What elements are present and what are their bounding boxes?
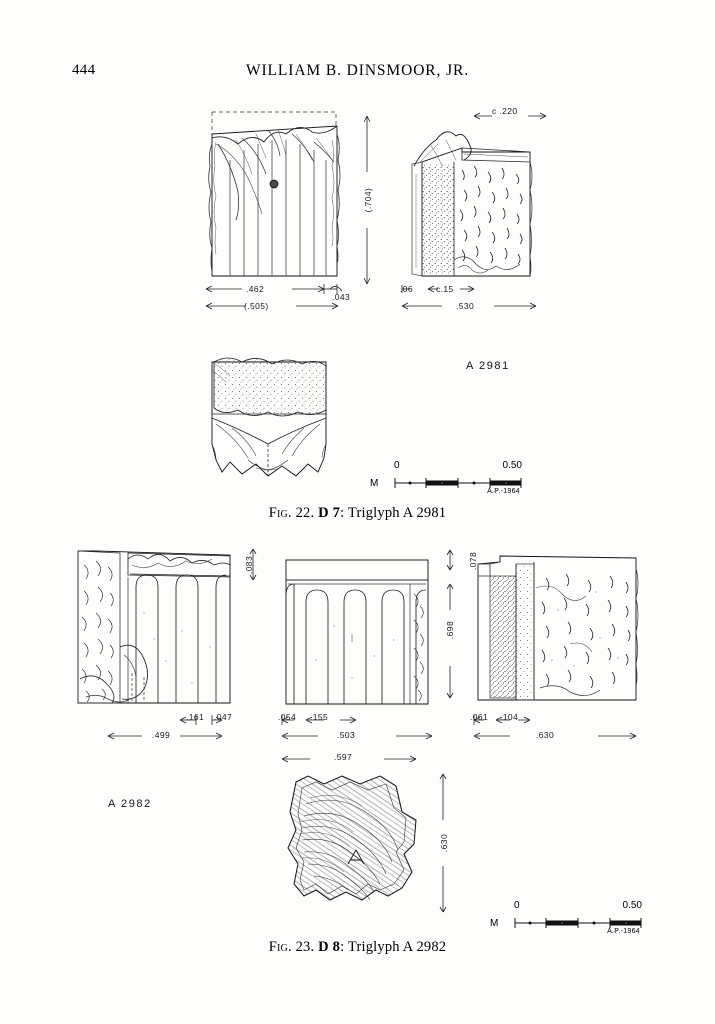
fig23-right-height-lines	[446, 549, 454, 699]
fig22-scale-bar-graphic	[394, 478, 522, 488]
fig22-front-width-total: (.505)	[244, 301, 269, 311]
fig23-bottom-view-drawing	[276, 768, 436, 916]
figure-22: .462 .043 (.505) (.704)	[0, 0, 715, 521]
fig23-scale-unit: M	[490, 918, 499, 929]
running-head: 444 WILLIAM B. DINSMOOR, JR.	[0, 62, 715, 84]
figure-22-caption: Fig. 22. D 7: Triglyph A 2981	[0, 505, 715, 522]
fig23-bottom-height: .630	[439, 833, 449, 853]
fig23-right-dim-b: .104	[500, 712, 519, 722]
front-elevation-svg	[285, 559, 429, 705]
fig23-left-dimension-lines	[107, 715, 223, 740]
fig22-side-dimension-lines	[401, 285, 537, 310]
fig22-side-elevation-drawing	[404, 118, 544, 290]
fig23-right-dim-a: .061	[470, 712, 489, 722]
right-elevation-svg	[477, 555, 639, 701]
fig23-center-dim-total: .503	[337, 730, 356, 740]
fig23-right-band-height: .078	[468, 551, 478, 571]
fig23-right-dimension-lines	[473, 715, 637, 740]
fig22-front-right-edge: .043	[332, 292, 351, 302]
fig22-scale-max: 0.50	[502, 460, 522, 471]
fig23-left-dim-a: .161	[186, 712, 205, 722]
fig23-left-band-height-line	[249, 548, 257, 581]
fig22-side-depth-total: .530	[456, 301, 475, 311]
fig23-caption-designation: D 8	[318, 939, 341, 955]
fig23-scale-bar-graphic	[514, 918, 642, 928]
fig23-center-dim-a: .054	[278, 712, 297, 722]
side-elevation-svg	[411, 131, 533, 277]
fig22-front-dimension-lines	[205, 284, 343, 310]
fig22-front-height-line	[363, 115, 371, 285]
top-view-svg	[211, 357, 327, 477]
fig22-caption-rest: : Triglyph A 2981	[340, 505, 447, 521]
fig23-bottom-width-line	[281, 755, 417, 763]
fig23-left-dim-b: .047	[214, 712, 233, 722]
fig22-scale-credit: A.P.-1964	[487, 488, 520, 495]
fig23-right-total-height: .698	[445, 620, 455, 640]
fig23-scale-credit: A.P.-1964	[607, 928, 640, 935]
fig22-front-width-inner: .462	[246, 284, 265, 294]
fig23-bottom-height-line	[439, 773, 447, 913]
fig23-scale-max: 0.50	[622, 900, 642, 911]
fig23-center-dimension-lines	[281, 715, 433, 740]
fig22-front-elevation-drawing	[196, 104, 356, 294]
fig23-center-dim-b: .155	[310, 712, 329, 722]
fig22-side-top-band: c .220	[492, 106, 518, 116]
fig23-catalog-number: A 2982	[108, 798, 152, 810]
fig23-right-elevation-drawing	[470, 548, 642, 708]
fig22-side-left-mid: c.15	[436, 284, 454, 294]
fig22-scale-unit: M	[370, 478, 379, 489]
fig22-scale-zero: 0	[394, 460, 400, 471]
fig23-left-dim-total: .499	[152, 730, 171, 740]
bed-view-svg	[287, 775, 417, 901]
fig23-right-dim-total: .630	[536, 730, 555, 740]
fig23-caption-rest: : Triglyph A 2982	[340, 939, 447, 955]
fig23-center-elevation-drawing	[282, 556, 432, 708]
fig22-catalog-number: A 2981	[466, 360, 510, 372]
fig22-side-left-small: .06	[400, 284, 414, 294]
fig22-caption-prefix: Fig. 22.	[268, 505, 315, 521]
fig23-bottom-width: .597	[334, 752, 353, 762]
fig22-top-view-drawing	[196, 348, 346, 490]
fig23-scale-zero: 0	[514, 900, 520, 911]
page-number: 444	[72, 62, 96, 78]
fig22-caption-designation: D 7	[318, 505, 341, 521]
fig23-left-elevation-drawing	[72, 543, 232, 708]
left-elevation-svg	[77, 550, 231, 704]
figure-23-caption: Fig. 23. D 8: Triglyph A 2982	[0, 939, 715, 956]
fig23-left-band-height: .083	[244, 555, 254, 575]
page-title: WILLIAM B. DINSMOOR, JR.	[245, 62, 470, 79]
fig23-caption-prefix: Fig. 23.	[268, 939, 315, 955]
front-elevation-svg	[208, 111, 341, 277]
fig22-side-top-dimension-line	[473, 112, 547, 120]
